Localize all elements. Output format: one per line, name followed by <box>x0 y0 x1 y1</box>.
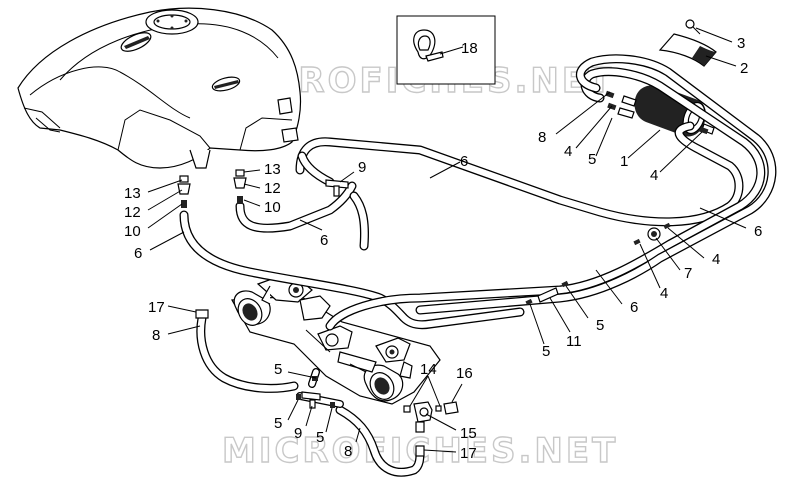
leader-lines <box>147 27 747 453</box>
callout-11: 11 <box>566 333 582 350</box>
callout-12: 12 <box>264 180 281 197</box>
callout-9: 9 <box>358 159 366 176</box>
heat-shield <box>658 33 717 67</box>
callout-5: 5 <box>542 343 550 360</box>
callout-6: 6 <box>320 232 328 249</box>
callout-8: 8 <box>152 327 160 344</box>
callout-16: 16 <box>456 365 473 382</box>
callout-6: 6 <box>134 245 142 262</box>
callout-4: 4 <box>660 285 668 302</box>
callout-10: 10 <box>264 199 281 216</box>
callout-13: 13 <box>264 161 281 178</box>
callout-4: 4 <box>712 251 720 268</box>
callout-7: 7 <box>684 265 692 282</box>
clip-inset-box <box>396 15 496 85</box>
callout-15: 15 <box>460 425 477 442</box>
callout-2: 2 <box>740 60 748 77</box>
callout-9: 9 <box>294 425 302 442</box>
callout-6: 6 <box>630 299 638 316</box>
callout-8: 8 <box>538 129 546 146</box>
callout-18: 18 <box>461 40 478 57</box>
fuel-tank <box>17 7 302 169</box>
callout-4: 4 <box>650 167 658 184</box>
callout-labels: 3 2 18 8 4 5 1 4 6 9 13 12 10 6 13 12 10… <box>124 35 762 462</box>
callout-17: 17 <box>148 299 165 316</box>
callout-14: 14 <box>420 361 437 378</box>
callout-12: 12 <box>124 204 141 221</box>
callout-10: 10 <box>124 223 141 240</box>
shield-screw <box>685 19 701 35</box>
callout-5: 5 <box>274 361 282 378</box>
callout-5: 5 <box>316 429 324 446</box>
callout-3: 3 <box>737 35 745 52</box>
callout-1: 1 <box>620 153 628 170</box>
callout-5: 5 <box>588 151 596 168</box>
callout-6: 6 <box>460 153 468 170</box>
callout-17: 17 <box>460 445 477 462</box>
callout-6: 6 <box>754 223 762 240</box>
callout-13: 13 <box>124 185 141 202</box>
callout-5: 5 <box>596 317 604 334</box>
callout-8: 8 <box>344 443 352 460</box>
callout-4: 4 <box>564 143 572 160</box>
callout-5: 5 <box>274 415 282 432</box>
